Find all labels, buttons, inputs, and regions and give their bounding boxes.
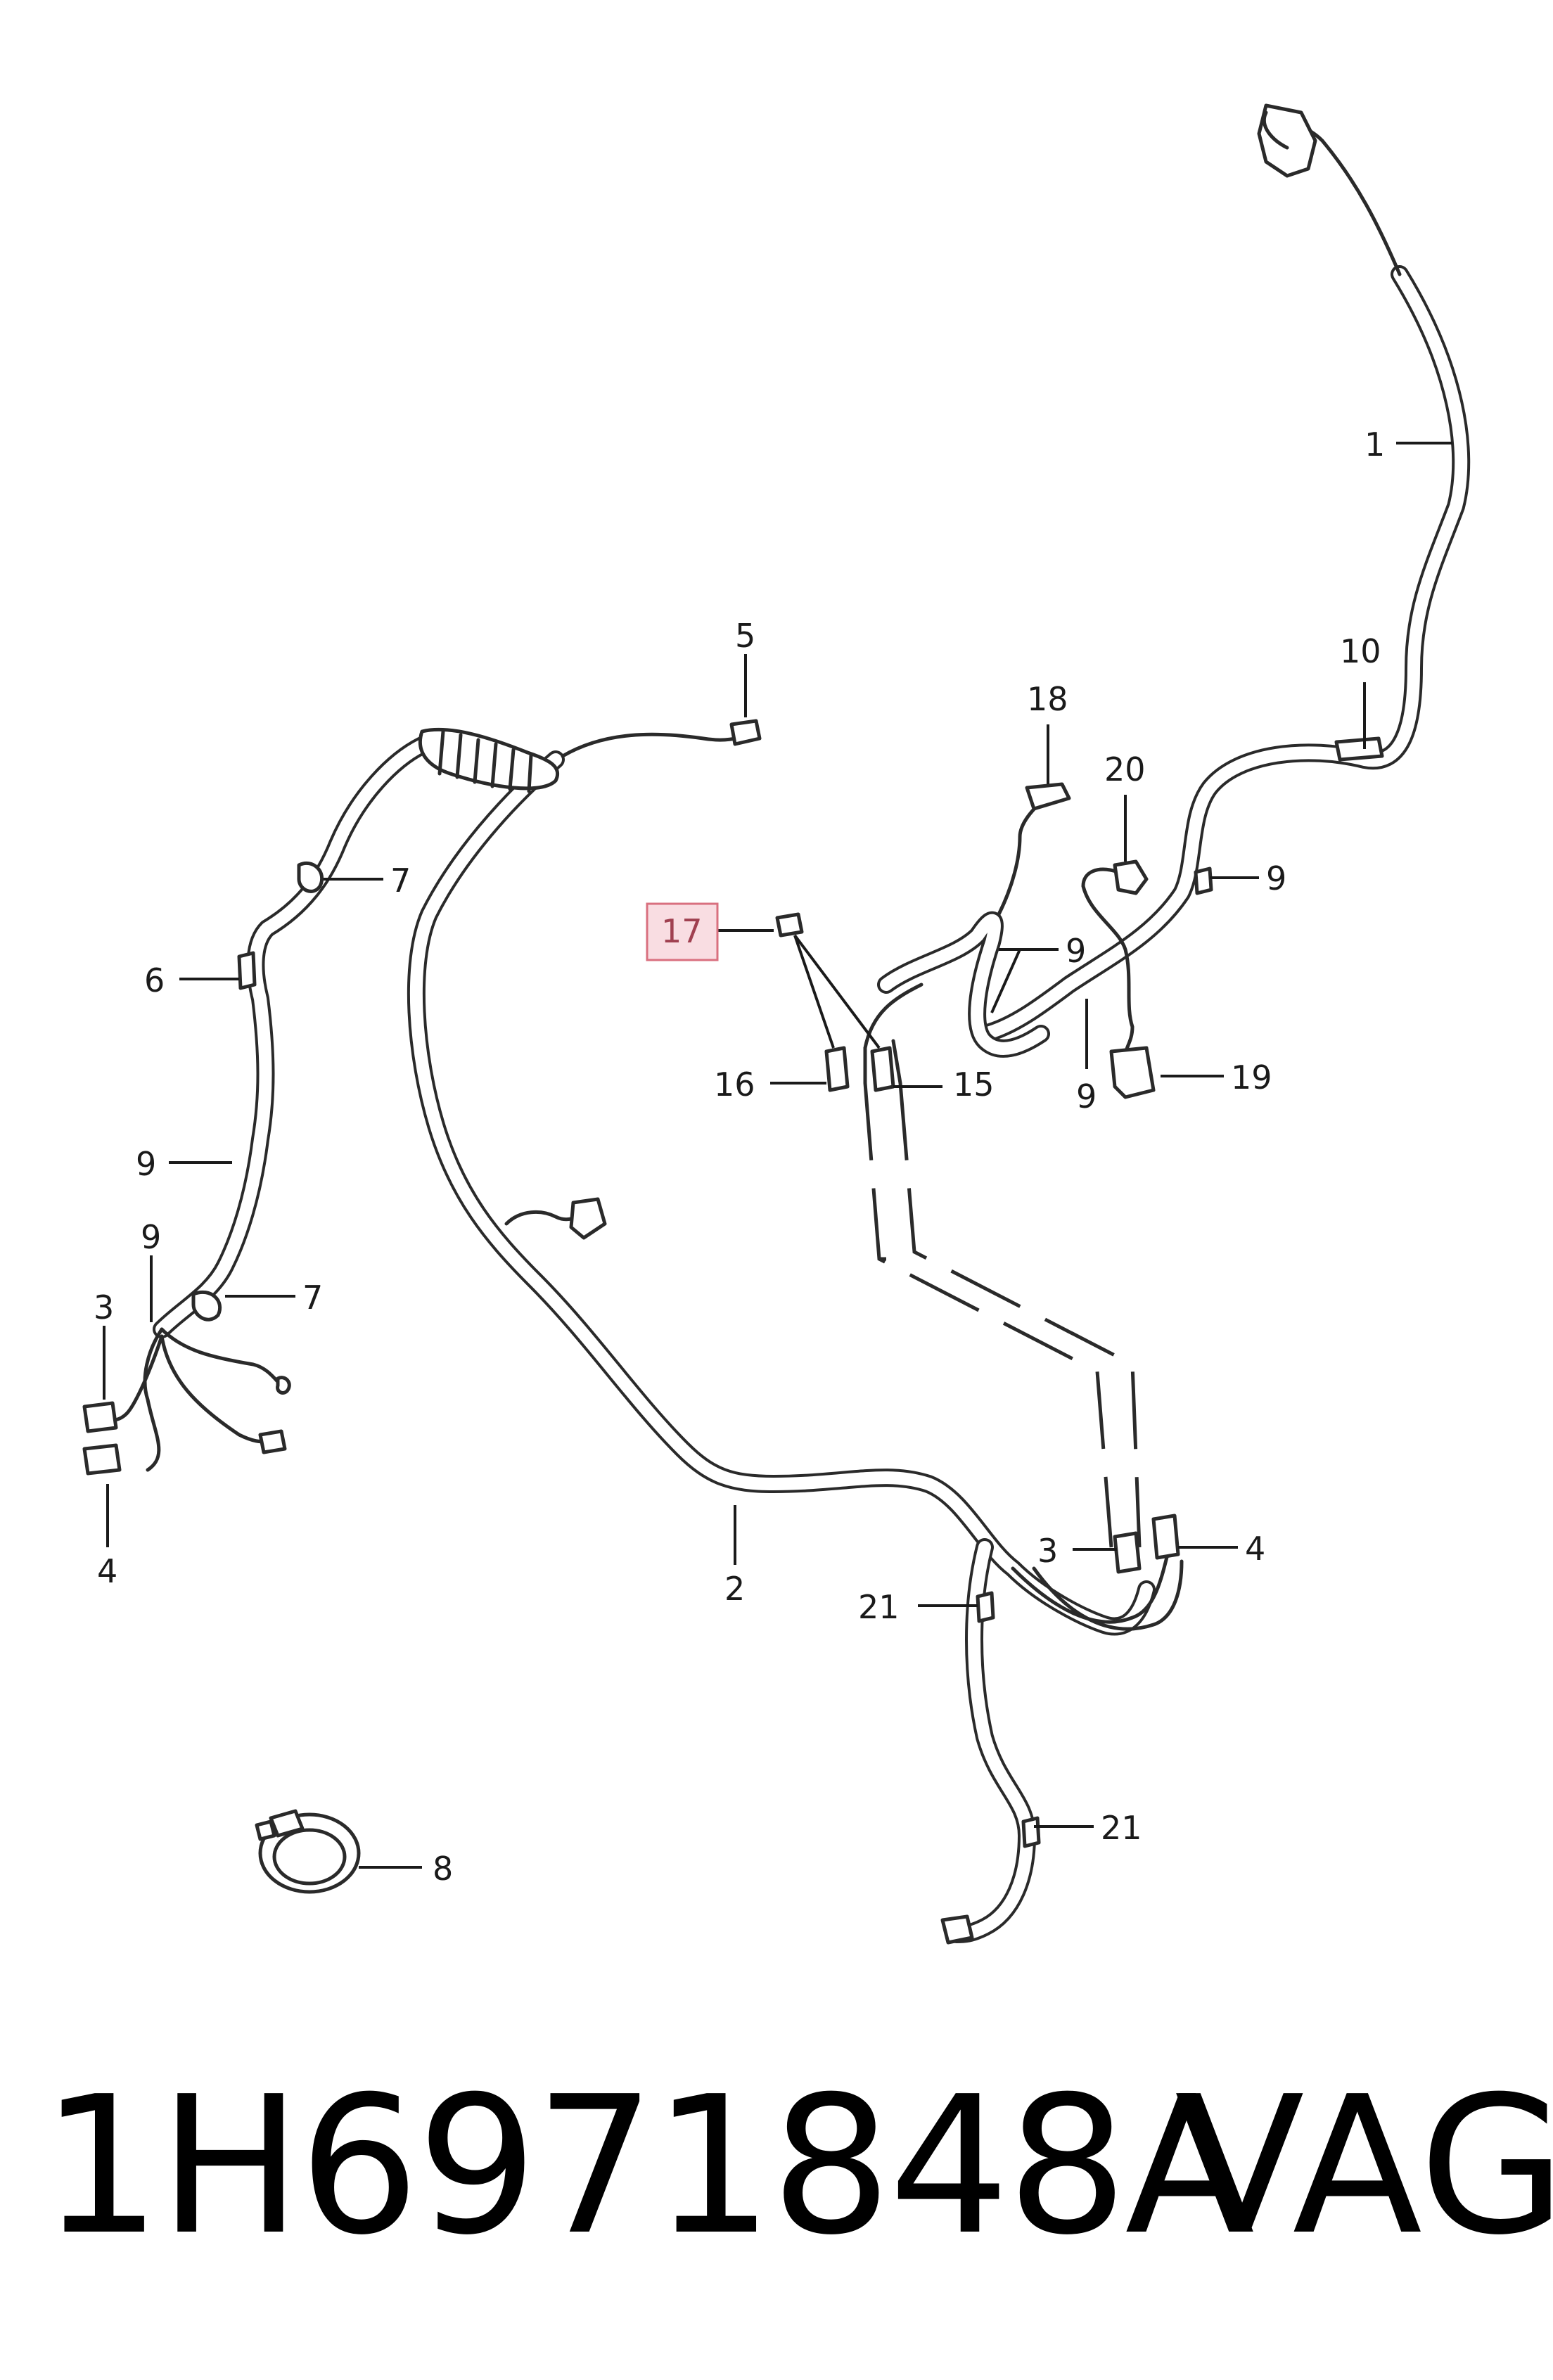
clip-21-top [976,1591,995,1623]
callout-21-bottom[interactable]: 21 [1101,1809,1142,1847]
clip-21-bottom [1021,1816,1041,1848]
dashed-loom [863,983,1142,1548]
callout-3-left[interactable]: 3 [94,1288,114,1326]
callout-9-mid-lower[interactable]: 9 [1076,1077,1097,1115]
callout-17[interactable]: 17 [661,912,703,950]
clip-16 [824,1046,850,1092]
callout-21-top[interactable]: 21 [858,1588,900,1626]
callout-4-left[interactable]: 4 [97,1552,117,1590]
corrugated-tube [418,727,559,793]
callout-labels: 1 10 5 18 20 9 17 16 15 9 9 19 7 6 9 9 7… [94,426,1385,1888]
callout-10[interactable]: 10 [1340,632,1381,670]
callout-4-right[interactable]: 4 [1245,1530,1265,1568]
connector-5 [729,719,762,746]
connector-3-left [82,1401,118,1433]
callout-8[interactable]: 8 [433,1850,453,1888]
callout-9-left-upper[interactable]: 9 [136,1145,156,1183]
callout-9-right-top[interactable]: 9 [1266,859,1286,897]
clip-4-right [1151,1514,1180,1560]
callout-7-bottom[interactable]: 7 [302,1279,323,1317]
brand-name: VAG [1175,2055,1553,2277]
callout-16[interactable]: 16 [714,1066,755,1103]
connector-19 [1109,1046,1156,1099]
callout-7-top[interactable]: 7 [390,862,411,900]
callout-5[interactable]: 5 [735,617,755,655]
clip-connector-top [1257,103,1317,178]
callout-20[interactable]: 20 [1104,750,1146,788]
connector-4-left [82,1443,122,1476]
callout-9-mid-upper[interactable]: 9 [1066,932,1086,970]
clip-3-right [1113,1531,1142,1574]
clip-17 [775,912,804,938]
harness-left [82,727,559,1476]
callout-15[interactable]: 15 [953,1066,995,1103]
clip-10 [1334,736,1384,762]
grommet-20 [1113,859,1149,895]
hose-clamp-8 [255,1809,361,1894]
leader-lines [103,442,1452,1869]
ring-terminal [276,1376,291,1395]
clip-7-top [297,861,324,893]
callout-2[interactable]: 2 [724,1570,745,1608]
harness-branch-right [877,782,1156,1099]
clip-7-bottom [191,1290,222,1322]
harness-2 [407,719,1184,1945]
callout-6[interactable]: 6 [144,961,165,999]
harness-1 [976,103,1471,1043]
callout-19[interactable]: 19 [1231,1058,1272,1096]
callout-17-highlight [646,902,719,961]
connector-18 [1025,782,1071,811]
clip-9-right [1194,866,1213,895]
clip-15 [870,1046,895,1092]
connector-end-21 [940,1914,974,1945]
callout-1[interactable]: 1 [1365,426,1385,463]
connector-left-a [258,1429,287,1454]
connector-mid [569,1197,607,1240]
small-parts [191,736,1384,1894]
part-footer: 1H6971848A VAG [0,2054,1553,2279]
part-number: 1H6971848A [41,2055,1255,2277]
callout-18[interactable]: 18 [1027,680,1068,718]
callout-3-right[interactable]: 3 [1037,1532,1058,1570]
callout-9-left-lower[interactable]: 9 [141,1218,161,1256]
clip-6 [237,951,257,990]
